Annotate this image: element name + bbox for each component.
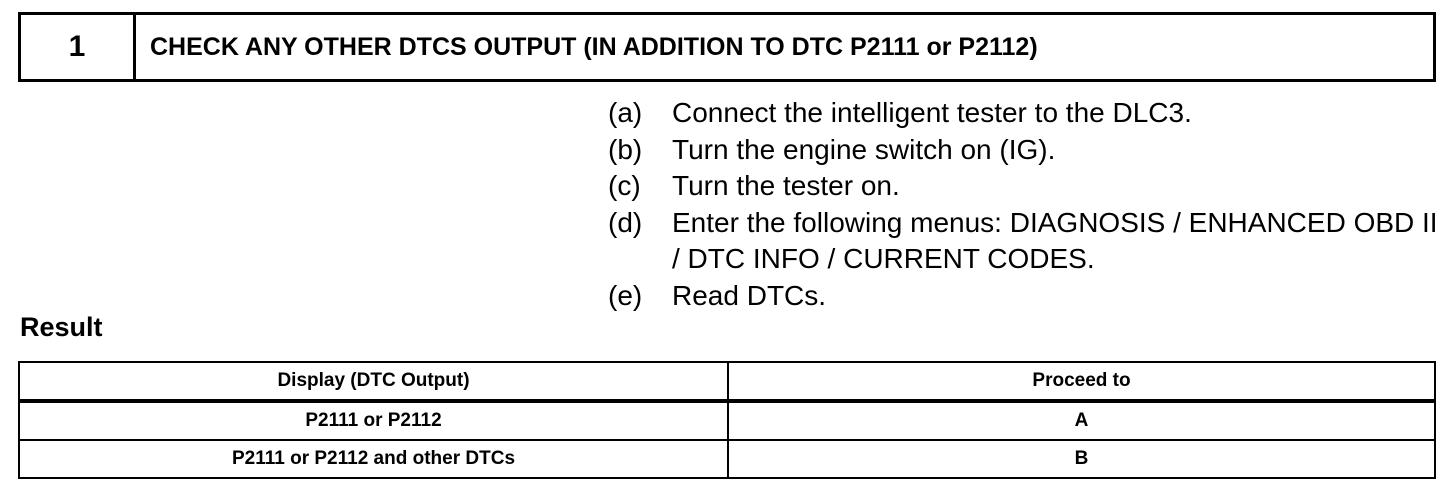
step-number: 1	[21, 15, 136, 79]
table-row: P2111 or P2112 and other DTCs B	[18, 439, 1436, 479]
procedure-item: (d) Enter the following menus: DIAGNOSIS…	[608, 205, 1438, 278]
column-header-proceed: Proceed to	[727, 361, 1436, 403]
procedure-letter: (a)	[608, 97, 643, 128]
procedure-text: Connect the intelligent tester to the DL…	[672, 97, 1192, 128]
step-title: CHECK ANY OTHER DTCS OUTPUT (IN ADDITION…	[150, 32, 1038, 61]
result-label: Result	[20, 312, 103, 342]
table-cell-proceed: B	[727, 439, 1436, 479]
table-row: P2111 or P2112 A	[18, 400, 1436, 441]
table-cell-proceed: A	[727, 400, 1436, 441]
procedure-text: Read DTCs.	[672, 279, 827, 311]
procedure-text: Enter the following menus: DIAGNOSIS / E…	[672, 206, 1438, 275]
procedure-item: (b) Turn the engine switch on (IG).	[608, 132, 1438, 169]
procedure-letter: (d)	[608, 206, 643, 238]
procedure-list: (a) Connect the intelligent tester to th…	[608, 95, 1438, 314]
table-cell-display: P2111 or P2112 and other DTCs	[18, 439, 729, 479]
result-table: Display (DTC Output) Proceed to P2111 or…	[18, 361, 1436, 479]
procedure-letter: (c)	[608, 170, 641, 201]
procedure-item: (c) Turn the tester on.	[608, 168, 1438, 205]
procedure-letter: (b)	[608, 133, 643, 165]
procedure-item: (e) Read DTCs.	[608, 278, 1438, 315]
table-cell-display: P2111 or P2112	[18, 400, 729, 441]
procedure-text: Turn the engine switch on (IG).	[672, 133, 1056, 165]
table-header-row: Display (DTC Output) Proceed to	[18, 361, 1436, 403]
step-header: 1 CHECK ANY OTHER DTCS OUTPUT (IN ADDITI…	[18, 12, 1436, 82]
column-header-display: Display (DTC Output)	[18, 361, 729, 403]
procedure-item: (a) Connect the intelligent tester to th…	[608, 95, 1438, 132]
procedure-text: Turn the tester on.	[672, 170, 900, 201]
procedure-letter: (e)	[608, 279, 643, 311]
